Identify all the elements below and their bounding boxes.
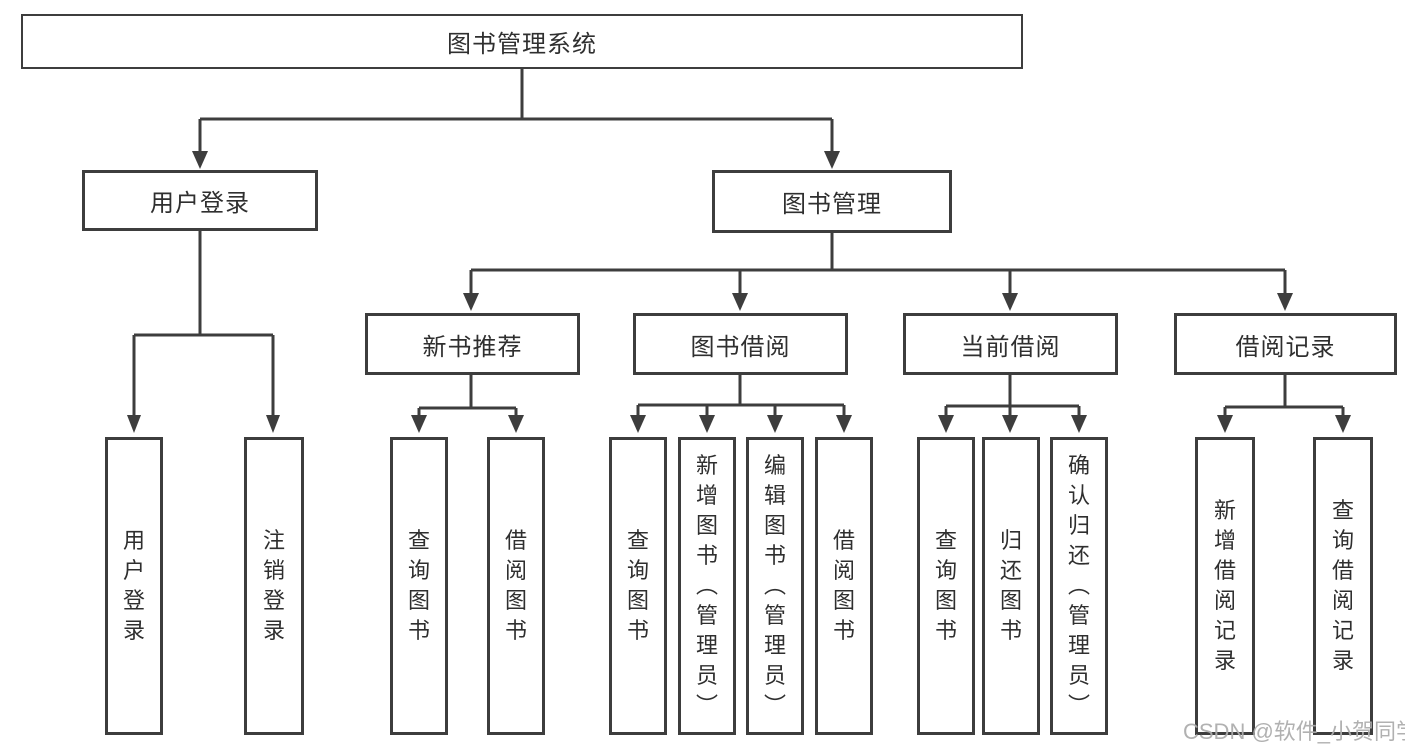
- leaf-add-borrow-record-label: 新 增 借 阅 记 录: [1213, 498, 1236, 673]
- node-book-borrow: 图书借阅: [633, 313, 848, 375]
- leaf-edit-book-admin: 编 辑 图 书 ︵ 管 理 员 ︶: [746, 437, 804, 735]
- leaf-borrow-query-book: 查 询 图 书: [609, 437, 667, 735]
- leaf-add-book-admin-label: 新 增 图 书 ︵ 管 理 员 ︶: [695, 453, 718, 718]
- leaf-edit-book-admin-label: 编 辑 图 书 ︵ 管 理 员 ︶: [763, 453, 786, 718]
- leaf-current-query-book: 查 询 图 书: [917, 437, 975, 735]
- leaf-user-login-label: 用 户 登 录: [122, 528, 145, 643]
- node-user-login-label: 用户登录: [150, 190, 250, 217]
- leaf-query-borrow-record-label: 查 询 借 阅 记 录: [1331, 498, 1354, 673]
- leaf-add-book-admin: 新 增 图 书 ︵ 管 理 员 ︶: [678, 437, 736, 735]
- node-book-management: 图书管理: [712, 170, 952, 233]
- node-book-borrow-label: 图书借阅: [690, 333, 791, 361]
- node-new-book-recommend-label: 新书推荐: [422, 333, 523, 361]
- node-current-borrow: 当前借阅: [903, 313, 1118, 375]
- leaf-confirm-return-admin-label: 确 认 归 还 ︵ 管 理 员 ︶: [1067, 453, 1090, 718]
- node-book-management-label: 图书管理: [782, 191, 882, 218]
- leaf-user-login: 用 户 登 录: [105, 437, 163, 735]
- leaf-confirm-return-admin: 确 认 归 还 ︵ 管 理 员 ︶: [1050, 437, 1108, 735]
- leaf-recommend-query-book-label: 查 询 图 书: [407, 528, 430, 643]
- leaf-logout-label: 注 销 登 录: [262, 528, 285, 643]
- leaf-borrow-book: 借 阅 图 书: [815, 437, 873, 735]
- leaf-logout: 注 销 登 录: [244, 437, 304, 735]
- node-borrow-records: 借阅记录: [1174, 313, 1397, 375]
- watermark-text: CSDN @软件_小贺同学: [1183, 719, 1405, 744]
- leaf-query-borrow-record: 查 询 借 阅 记 录: [1313, 437, 1373, 735]
- node-new-book-recommend: 新书推荐: [365, 313, 580, 375]
- node-root-label: 图书管理系统: [447, 31, 597, 58]
- leaf-borrow-book-label: 借 阅 图 书: [832, 528, 855, 643]
- leaf-recommend-borrow-book-label: 借 阅 图 书: [504, 528, 527, 643]
- leaf-current-query-book-label: 查 询 图 书: [934, 528, 957, 643]
- leaf-recommend-query-book: 查 询 图 书: [390, 437, 448, 735]
- node-current-borrow-label: 当前借阅: [960, 333, 1061, 361]
- leaf-borrow-query-book-label: 查 询 图 书: [626, 528, 649, 643]
- node-root: 图书管理系统: [21, 14, 1023, 69]
- leaf-add-borrow-record: 新 增 借 阅 记 录: [1195, 437, 1255, 735]
- leaf-return-book-label: 归 还 图 书: [999, 528, 1022, 643]
- arrowheads: [127, 151, 1351, 433]
- node-user-login: 用户登录: [82, 170, 318, 231]
- leaf-return-book: 归 还 图 书: [982, 437, 1040, 735]
- node-borrow-records-label: 借阅记录: [1235, 333, 1336, 361]
- leaf-recommend-borrow-book: 借 阅 图 书: [487, 437, 545, 735]
